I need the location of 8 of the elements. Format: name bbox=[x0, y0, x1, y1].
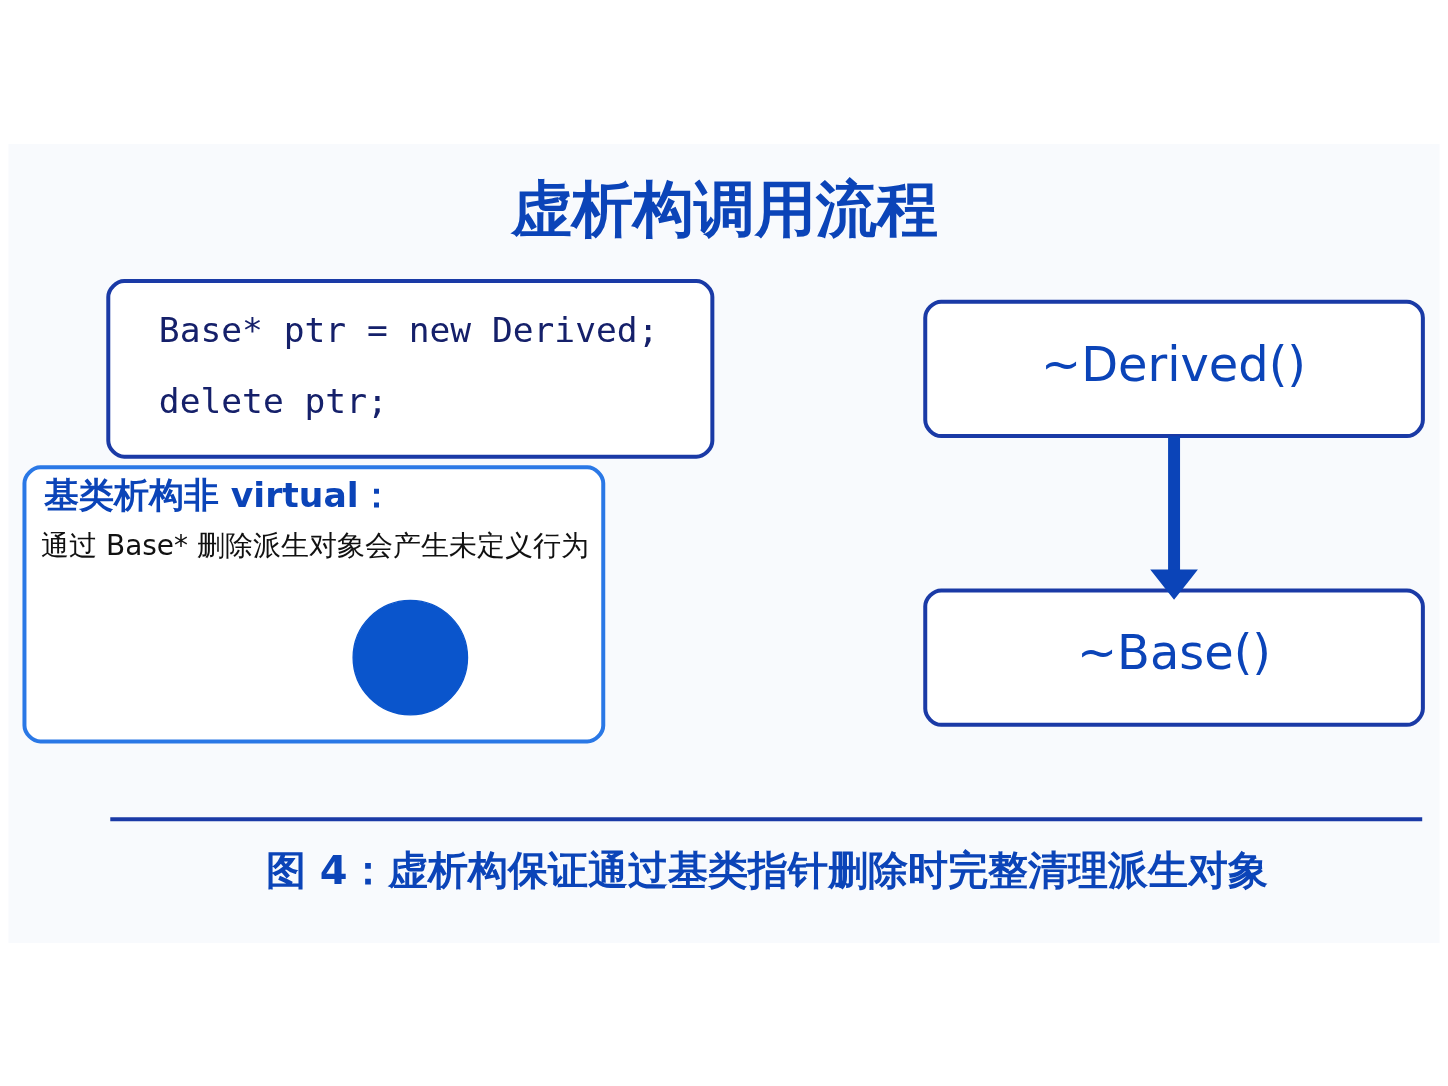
arrow bbox=[1150, 435, 1198, 600]
caption: 图 4：虚析构保证通过基类指针删除时完整清理派生对象 bbox=[265, 846, 1268, 893]
node-circle bbox=[352, 599, 469, 715]
cluster: 基类析构非 virtual： 通过 Base* 删除派生对象会产生未定义行为 bbox=[22, 464, 606, 743]
node-box: ~Base() bbox=[923, 587, 1425, 727]
node-box: ~Derived() bbox=[923, 299, 1425, 438]
diagram-title: 虚析构调用流程 bbox=[511, 172, 939, 244]
node-box: Base* ptr = new Derived; delete ptr; bbox=[106, 278, 715, 459]
